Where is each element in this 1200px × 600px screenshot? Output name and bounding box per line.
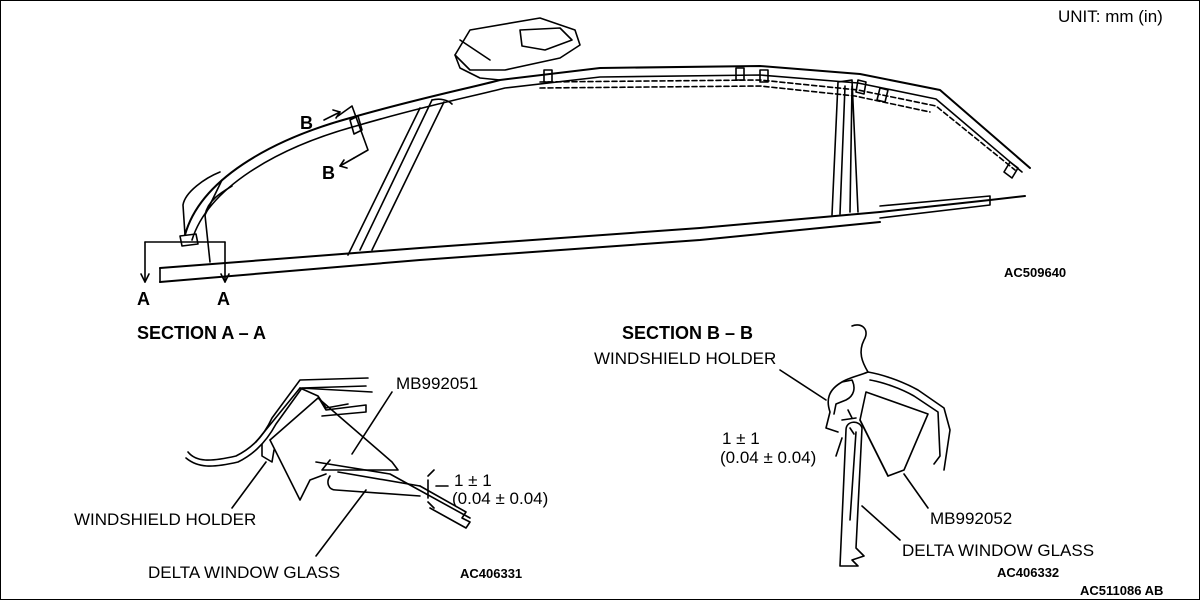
section-b-gap-in: (0.04 ± 0.04)	[720, 448, 817, 467]
door-frame-overview	[159, 17, 1031, 283]
section-a-holder-label: WINDSHIELD HOLDER	[74, 510, 257, 529]
section-marker-a-left: A	[137, 289, 150, 309]
section-a-figure-code: AC406331	[460, 566, 523, 581]
section-marker-b-bottom: B	[322, 163, 335, 183]
section-b-title: SECTION B – B	[622, 323, 754, 343]
overview-figure-code: AC509640	[1004, 265, 1067, 280]
section-a-glass-label: DELTA WINDOW GLASS	[148, 563, 341, 582]
section-a-title: SECTION A – A	[137, 323, 267, 343]
section-a-drawing	[185, 377, 471, 557]
section-b-gap-mm: 1 ± 1	[722, 429, 760, 448]
section-b-drawing	[779, 324, 951, 567]
section-marker-b-top: B	[300, 113, 313, 133]
section-b-glass-label: DELTA WINDOW GLASS	[902, 541, 1095, 560]
section-cut-a	[140, 241, 230, 283]
section-a-gap-in: (0.04 ± 0.04)	[452, 489, 549, 508]
unit-label: UNIT: mm (in)	[1058, 7, 1163, 26]
section-b-tool-label: MB992052	[930, 509, 1013, 528]
section-a-tool-label: MB992051	[396, 374, 479, 393]
figure-code: AC511086 AB	[1080, 583, 1164, 598]
section-b-holder-label: WINDSHIELD HOLDER	[594, 349, 777, 368]
section-b-figure-code: AC406332	[997, 565, 1060, 580]
section-cut-b	[323, 105, 369, 169]
section-marker-a-right: A	[217, 289, 230, 309]
section-a-gap-mm: 1 ± 1	[454, 471, 492, 490]
